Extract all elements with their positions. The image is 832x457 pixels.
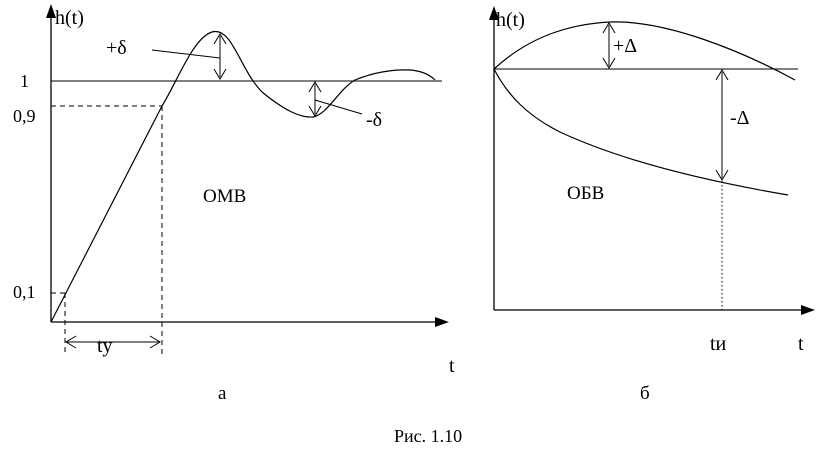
panel-a-tick-01: 0,1	[13, 282, 36, 302]
panel-a-tick-1: 1	[20, 71, 29, 91]
panel-b-y-axis-arrowhead	[489, 6, 499, 20]
panel-a-tick-09: 0,9	[13, 106, 36, 126]
panel-b: h(t) t +Δ -Δ tи ОБВ б	[489, 6, 815, 404]
panel-b-lower-curve	[493, 68, 789, 196]
panel-a-ty-label: tу	[97, 335, 113, 357]
panel-a-response-curve	[50, 31, 436, 323]
panel-b-plus-label: +Δ	[613, 35, 637, 57]
panel-a-y-axis-arrowhead	[46, 4, 56, 18]
panel-b-x-axis-label: t	[798, 333, 804, 355]
panel-a-undershoot-leader	[314, 99, 363, 115]
panel-b-time-label: tи	[710, 333, 727, 355]
panel-a: h(t) t 1 0,9 0,1 +δ -δ tу ОМВ а	[13, 4, 455, 404]
panel-a-sublabel: а	[218, 383, 227, 404]
panel-a-x-axis-label: t	[449, 355, 455, 377]
figure-caption: Рис. 1.10	[394, 426, 462, 446]
panel-b-region-label: ОБВ	[567, 183, 604, 204]
panel-a-x-axis-arrowhead	[435, 317, 449, 327]
panel-a-y-axis-label: h(t)	[55, 7, 84, 29]
panel-a-undershoot-label: -δ	[366, 109, 382, 131]
panel-b-minus-label: -Δ	[730, 107, 750, 129]
panel-b-y-axis-label: h(t)	[496, 9, 525, 31]
panel-b-upper-curve	[493, 21, 796, 81]
panel-b-x-axis-arrowhead	[801, 305, 815, 315]
panel-a-overshoot-label: +δ	[106, 37, 127, 59]
panel-b-sublabel: б	[640, 383, 650, 404]
panel-a-overshoot-leader	[151, 49, 221, 59]
panel-a-region-label: ОМВ	[203, 186, 246, 207]
